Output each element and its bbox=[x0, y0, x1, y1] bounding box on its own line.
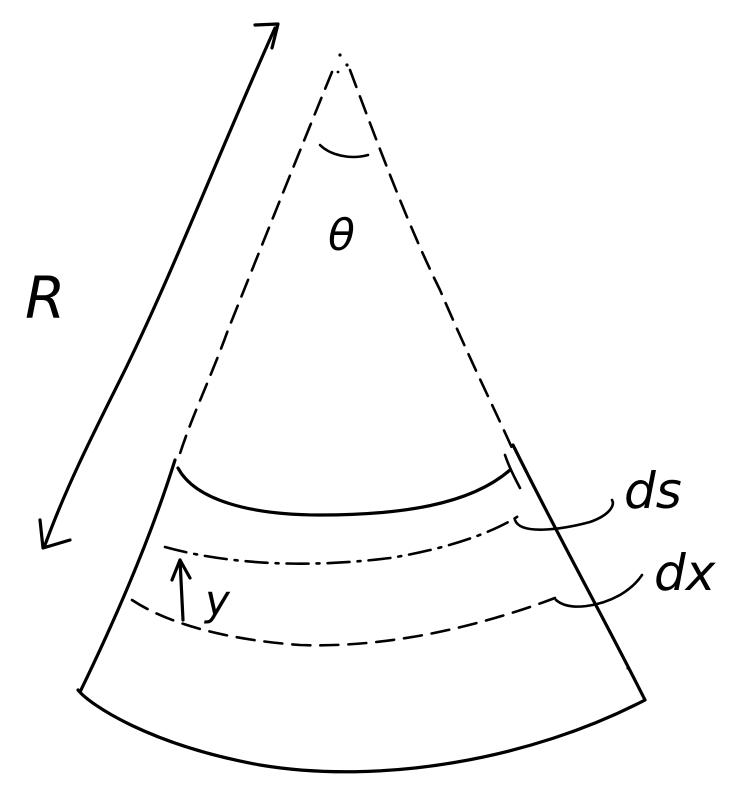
label-arc-length: ds bbox=[624, 462, 682, 520]
inner-dashed-arc bbox=[130, 596, 557, 647]
upper-solid-arc bbox=[176, 466, 512, 517]
right-solid-side bbox=[511, 443, 647, 702]
apex bbox=[336, 53, 349, 74]
label-angle: θ bbox=[328, 210, 355, 261]
ds-leader bbox=[513, 498, 615, 531]
left-solid-side bbox=[78, 458, 177, 694]
left-dashed-side bbox=[176, 70, 334, 462]
label-width: dx bbox=[654, 544, 716, 602]
angle-arc bbox=[318, 143, 370, 159]
right-dashed-side bbox=[348, 68, 514, 450]
label-height: y bbox=[203, 576, 231, 625]
inner-dashdot-arc bbox=[163, 513, 522, 565]
radius-arrow bbox=[38, 22, 280, 550]
right-side-tick bbox=[503, 453, 522, 490]
lower-solid-arc bbox=[76, 688, 647, 774]
dx-leader bbox=[554, 573, 644, 608]
height-arrow bbox=[170, 558, 192, 622]
label-radius: R bbox=[25, 264, 65, 332]
